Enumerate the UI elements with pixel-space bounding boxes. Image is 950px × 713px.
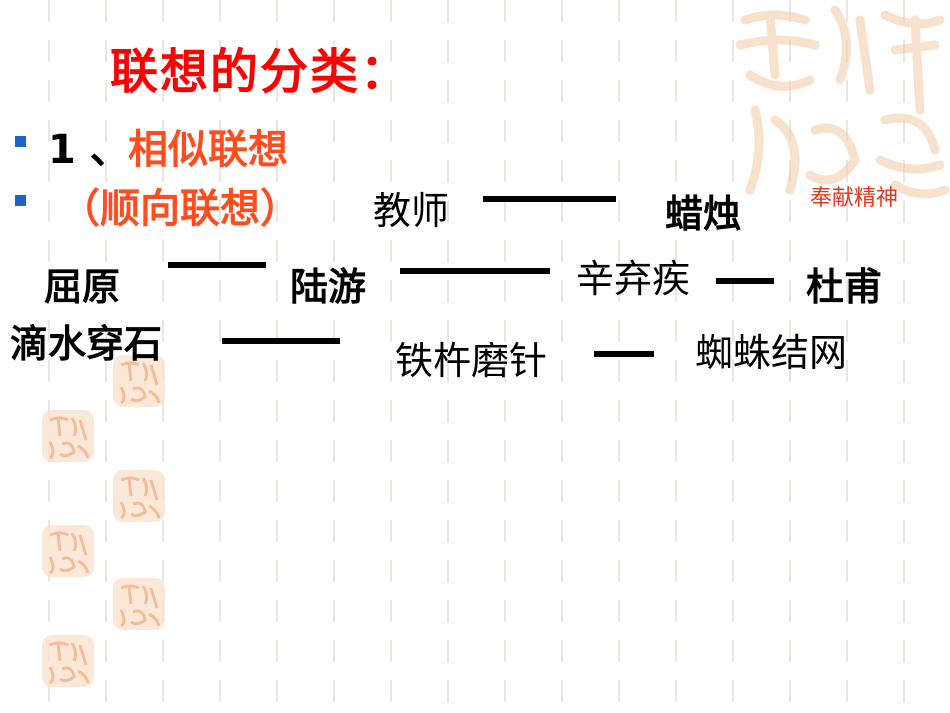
connector-line <box>400 268 550 274</box>
connector-line <box>716 278 774 284</box>
bullet-square-icon <box>15 195 26 206</box>
word-zhizhu: 蜘蛛结网 <box>695 331 848 375</box>
connector-line <box>483 196 616 202</box>
slide-title: 联想的分类： <box>110 44 411 100</box>
auspicious-seal-large-icon <box>735 0 950 205</box>
word-dufu: 杜甫 <box>806 265 883 309</box>
heading-similar-association: 相似联想 <box>128 127 288 173</box>
connector-line <box>168 262 266 268</box>
connector-line <box>222 338 340 344</box>
bullet-square-icon <box>15 136 26 147</box>
word-teacher: 教师 <box>373 189 450 233</box>
connector-line <box>594 351 654 357</box>
annotation-dedication: 奉献精神 <box>810 186 899 211</box>
word-tiechu: 铁杵磨针 <box>395 339 548 383</box>
auspicious-seal-icon <box>113 470 165 522</box>
auspicious-seal-icon <box>42 410 94 462</box>
auspicious-seal-icon <box>42 635 94 687</box>
heading-forward-association: （顺向联想） <box>60 186 300 232</box>
word-candle: 蜡烛 <box>665 192 742 236</box>
word-xinqiji: 辛弃疾 <box>576 257 691 301</box>
word-quyuan: 屈原 <box>44 265 121 309</box>
auspicious-seal-icon <box>113 355 165 407</box>
auspicious-seal-icon <box>113 578 165 630</box>
bullet-number: 1 、 <box>48 127 130 173</box>
word-dishui: 滴水穿石 <box>10 322 163 366</box>
auspicious-seal-icon <box>42 525 94 577</box>
word-luyou: 陆游 <box>290 265 367 309</box>
